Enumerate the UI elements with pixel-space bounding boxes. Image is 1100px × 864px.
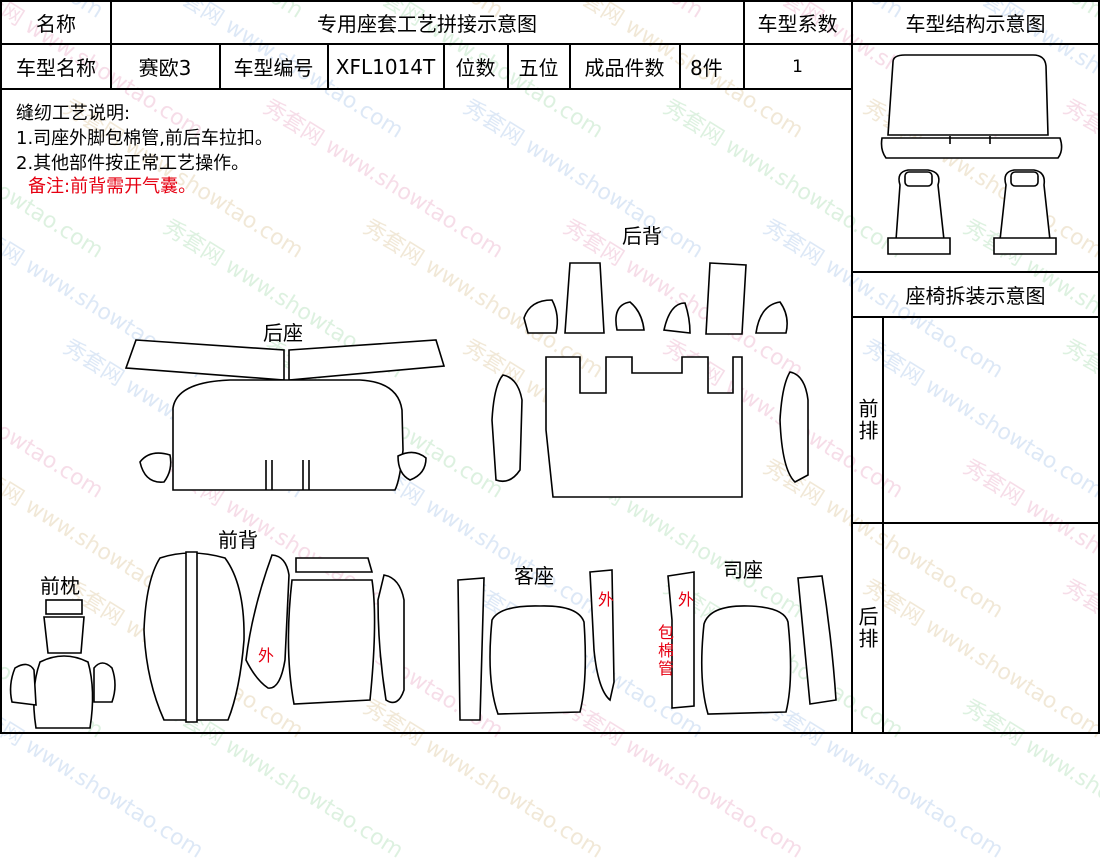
seats-label: 位数 <box>455 56 496 80</box>
struct-header: 车型结构示意图 <box>905 12 1046 36</box>
notes-heading: 缝纫工艺说明: <box>16 103 131 124</box>
label-rear-back: 后背 <box>622 224 662 248</box>
divider <box>507 44 509 89</box>
label-front-headrest: 前枕 <box>40 574 80 598</box>
cotton-tube-mark: 包棉管 <box>658 623 675 678</box>
outer-mark: 外 <box>598 590 615 609</box>
pieces-label: 成品件数 <box>584 56 665 80</box>
divider <box>0 88 852 90</box>
rear-row-label: 后排 <box>855 606 879 650</box>
divider <box>110 0 112 89</box>
model-code-label: 车型编号 <box>233 56 314 80</box>
name-header: 名称 <box>36 12 76 36</box>
border-top <box>0 0 1100 2</box>
divider <box>852 316 1099 318</box>
divider <box>852 522 1099 524</box>
page-title: 专用座套工艺拼接示意图 <box>317 12 537 36</box>
outer-mark: 外 <box>678 590 695 609</box>
front-row-label: 前排 <box>855 398 879 442</box>
pieces-value: 8件 <box>690 56 723 80</box>
model-name-value: 赛欧3 <box>138 56 192 80</box>
coef-value: 1 <box>792 56 803 77</box>
pattern-pieces <box>9 54 1063 729</box>
border-right <box>1098 0 1100 734</box>
rear-bench-sketch <box>880 54 1063 159</box>
divider <box>882 316 884 734</box>
divider <box>852 271 1099 273</box>
note-remark: 备注:前背需开气囊。 <box>28 176 197 197</box>
note-line-2: 2.其他部件按正常工艺操作。 <box>16 153 250 174</box>
divider <box>443 44 445 89</box>
coef-header: 车型系数 <box>757 12 838 36</box>
divider <box>743 0 745 89</box>
front-seats-sketch <box>887 169 1057 255</box>
divider <box>851 0 853 734</box>
label-front-back: 前背 <box>218 528 258 552</box>
assembly-title: 座椅拆装示意图 <box>905 283 1046 308</box>
border-left <box>0 0 2 734</box>
divider <box>679 44 681 89</box>
divider <box>219 44 221 89</box>
label-driver-seat: 司座 <box>723 558 763 582</box>
model-name-label: 车型名称 <box>16 56 96 80</box>
outer-mark: 外 <box>258 646 275 665</box>
divider <box>569 44 571 89</box>
note-line-1: 1.司座外脚包棉管,前后车拉扣。 <box>16 128 273 149</box>
model-code-value: XFL1014T <box>335 54 436 79</box>
border-bottom <box>0 732 1100 734</box>
seats-value: 五位 <box>518 56 559 80</box>
label-rear-seat: 后座 <box>263 321 303 345</box>
label-passenger-seat: 客座 <box>514 564 554 588</box>
divider <box>0 43 1100 45</box>
divider <box>327 44 329 89</box>
